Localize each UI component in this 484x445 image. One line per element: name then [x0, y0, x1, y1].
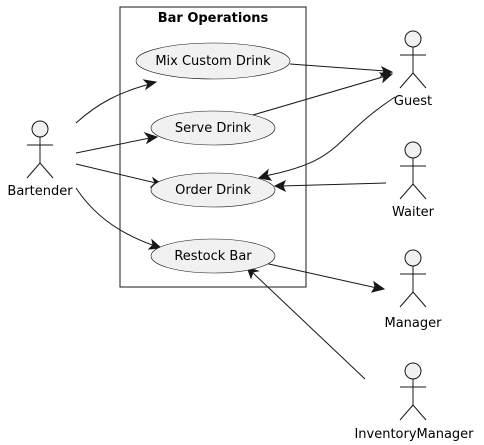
actor-label: Manager — [385, 316, 443, 331]
association-bartender-order-drink — [75, 163, 157, 184]
association-bartender-restock-bar — [75, 187, 156, 247]
association-guest-order-drink — [264, 96, 396, 177]
association-bartender-serve-drink — [75, 137, 151, 154]
arrowhead-mix-custom-drink — [142, 79, 158, 91]
arrowhead-order-drink-from-guest — [257, 168, 273, 181]
arrowhead-guest-from-serve — [378, 72, 394, 84]
arrowhead-restock-bar-from-bartender — [147, 238, 163, 250]
actor-bartender: Bartender — [7, 120, 73, 199]
usecase-label: Restock Bar — [174, 249, 252, 264]
actor-manager: Manager — [385, 249, 443, 331]
actor-label: Guest — [394, 94, 432, 109]
association-restock-bar-manager — [259, 261, 378, 289]
association-inventory-manager-restock-bar — [251, 271, 366, 380]
arrowhead-order-drink-from-waiter — [273, 179, 286, 193]
actor-label: Bartender — [7, 184, 73, 199]
association-mix-custom-drink-guest — [289, 63, 387, 72]
usecase-order-drink: Order Drink — [150, 172, 276, 208]
association-serve-drink-guest — [252, 75, 387, 116]
actor-label: Waiter — [392, 205, 435, 220]
system-boundary: Bar Operations — [119, 6, 307, 288]
usecase-serve-drink: Serve Drink — [150, 110, 276, 146]
actor-label: InventoryManager — [354, 427, 474, 442]
association-waiter-order-drink — [280, 182, 387, 187]
associations — [75, 63, 396, 380]
system-boundary-title: Bar Operations — [158, 11, 269, 26]
association-bartender-mix-custom-drink — [75, 83, 151, 124]
actor-guest: Guest — [394, 30, 432, 109]
arrowhead-manager — [370, 280, 386, 293]
actor-waiter: Waiter — [392, 141, 435, 220]
actor-inventory-manager: InventoryManager — [354, 362, 474, 442]
usecase-label: Serve Drink — [175, 121, 252, 136]
usecase-mix-custom-drink: Mix Custom Drink — [135, 42, 291, 80]
system-boundary-box — [119, 6, 307, 288]
usecase-label: Order Drink — [175, 183, 251, 198]
usecase-label: Mix Custom Drink — [155, 54, 271, 69]
arrowhead-serve-drink — [143, 131, 159, 145]
usecase-restock-bar: Restock Bar — [150, 238, 276, 274]
